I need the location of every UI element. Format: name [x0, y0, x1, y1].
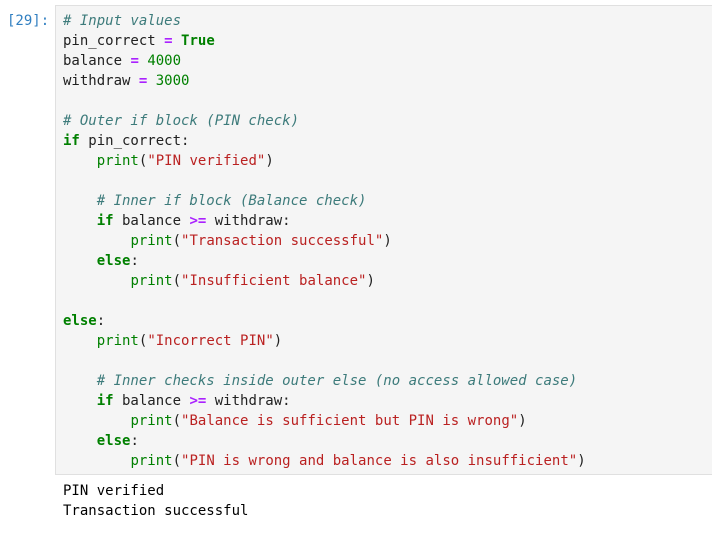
code-token: "Transaction successful" — [181, 233, 384, 249]
code-token: >= — [189, 213, 207, 229]
code-token: print — [130, 273, 173, 289]
code-token: print — [96, 333, 139, 349]
code-token: "Insufficient balance" — [181, 273, 367, 289]
code-token: "PIN verified" — [147, 153, 266, 169]
code-line: else: — [63, 251, 586, 271]
code-token: ( — [172, 233, 182, 249]
code-line: else: — [63, 311, 586, 331]
code-token: balance — [63, 53, 131, 69]
code-line: print("Insufficient balance") — [63, 271, 586, 291]
code-token: ) — [577, 453, 586, 469]
code-token: # Outer if block (PIN check) — [63, 113, 300, 129]
code-token: if — [96, 393, 114, 409]
output-line: Transaction successful — [63, 503, 249, 519]
code-line: if balance >= withdraw: — [63, 211, 586, 231]
code-token: pin_correct: — [79, 133, 190, 149]
code-line: # Inner checks inside outer else (no acc… — [63, 371, 586, 391]
code-token: withdraw: — [206, 393, 291, 409]
code-token: ( — [172, 453, 182, 469]
code-line: print("Transaction successful") — [63, 231, 586, 251]
code-token: balance — [113, 213, 190, 229]
code-token: ( — [172, 413, 182, 429]
code-token — [63, 453, 130, 469]
code-token — [63, 213, 97, 229]
code-token: : — [96, 313, 106, 329]
code-token: = — [138, 73, 148, 89]
code-token: ) — [273, 333, 283, 349]
code-line: if pin_correct: — [63, 131, 586, 151]
code-token: withdraw — [63, 73, 139, 89]
code-token — [63, 273, 130, 289]
code-line: print("PIN is wrong and balance is also … — [63, 451, 586, 471]
code-token: else — [96, 433, 131, 449]
code-token: ) — [265, 153, 274, 169]
code-token — [63, 333, 97, 349]
execution-count-prompt: [29]: — [7, 13, 50, 29]
code-token — [63, 413, 130, 429]
code-token — [63, 253, 97, 269]
code-token: "PIN is wrong and balance is also insuff… — [181, 453, 578, 469]
code-token — [63, 193, 97, 209]
code-token: balance — [113, 393, 190, 409]
code-token: print — [130, 233, 173, 249]
code-token: else — [63, 313, 97, 329]
code-token: 4000 — [147, 53, 182, 69]
code-token: withdraw: — [206, 213, 291, 229]
code-line: print("PIN verified") — [63, 151, 586, 171]
code-line: # Outer if block (PIN check) — [63, 111, 586, 131]
code-token — [63, 433, 97, 449]
code-token: = — [130, 53, 139, 69]
code-token: print — [130, 413, 173, 429]
code-token: if — [63, 133, 80, 149]
code-token: ( — [138, 333, 148, 349]
code-token: pin_correct — [63, 33, 165, 49]
code-line: print("Balance is sufficient but PIN is … — [63, 411, 586, 431]
code-token — [63, 373, 97, 389]
code-token — [63, 393, 97, 409]
code-token: ) — [366, 273, 375, 289]
code-token: True — [181, 33, 215, 49]
code-token: ( — [138, 153, 148, 169]
code-token — [173, 33, 181, 49]
code-line: # Input values — [63, 11, 586, 31]
code-line — [63, 291, 586, 311]
output-line: PIN verified — [63, 483, 165, 499]
code-token — [147, 73, 155, 89]
code-token: 3000 — [155, 73, 190, 89]
code-line: print("Incorrect PIN") — [63, 331, 586, 351]
code-token: >= — [189, 393, 207, 409]
code-line: balance = 4000 — [63, 51, 586, 71]
code-token — [63, 233, 130, 249]
code-line — [63, 91, 586, 111]
code-token: "Balance is sufficient but PIN is wrong" — [181, 413, 519, 429]
code-line — [63, 351, 586, 371]
code-token — [63, 153, 97, 169]
code-token: # Inner checks inside outer else (no acc… — [96, 373, 578, 389]
code-line: withdraw = 3000 — [63, 71, 586, 91]
code-line: if balance >= withdraw: — [63, 391, 586, 411]
code-token: ) — [383, 233, 392, 249]
code-token: ( — [172, 273, 182, 289]
code-line — [63, 171, 586, 191]
code-token: : — [130, 433, 139, 449]
code-token: print — [130, 453, 173, 469]
code-token: if — [96, 213, 114, 229]
code-token: ) — [518, 413, 527, 429]
code-token: = — [164, 33, 173, 49]
code-token: # Input values — [63, 13, 182, 29]
code-token: else — [96, 253, 131, 269]
code-line: pin_correct = True — [63, 31, 586, 51]
code-token: print — [96, 153, 139, 169]
code-token: # Inner if block (Balance check) — [96, 193, 367, 209]
code-token: "Incorrect PIN" — [147, 333, 274, 349]
code-token: : — [130, 253, 139, 269]
code-line: # Inner if block (Balance check) — [63, 191, 586, 211]
code-line: else: — [63, 431, 586, 451]
